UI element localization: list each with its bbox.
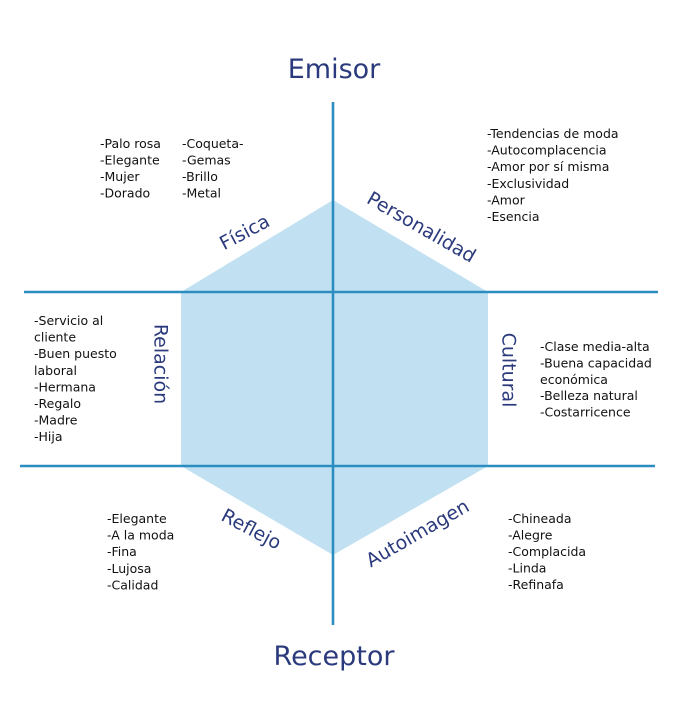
list-item-relacion: -Hija [34,429,63,444]
title-emisor: Emisor [288,54,381,85]
list-item-reflejo: -Elegante [107,511,167,526]
list-item-fisica-a: -Dorado [100,186,150,201]
list-item-autoimagen: -Linda [508,561,546,576]
list-item-cultural: -Costarricence [540,405,631,420]
list-item-fisica-b: -Metal [182,186,221,201]
list-item-reflejo: -A la moda [107,528,174,543]
list-item-fisica-b: -Brillo [182,169,218,184]
list-item-relacion: cliente [34,330,76,345]
list-item-relacion: laboral [34,363,77,378]
list-item-reflejo: -Calidad [107,577,158,592]
list-item-personalidad: -Autocomplacencia [487,143,607,158]
list-item-cultural: -Buena capacidad [540,355,652,370]
list-item-relacion: -Regalo [34,396,81,411]
list-item-personalidad: -Amor por sí misma [487,159,609,174]
facet-item-lists: -Palo rosa-Elegante-Mujer-Dorado-Coqueta… [34,126,652,592]
list-item-relacion: -Hermana [34,379,96,394]
list-item-fisica-b: -Coqueta- [182,136,244,151]
list-item-reflejo: -Lujosa [107,561,151,576]
list-item-personalidad: -Esencia [487,209,540,224]
list-item-fisica-b: -Gemas [182,153,231,168]
list-item-cultural: -Clase media-alta [540,339,650,354]
list-item-autoimagen: -Alegre [508,528,553,543]
list-item-relacion: -Servicio al [34,313,103,328]
list-item-autoimagen: -Refinafa [508,577,564,592]
list-item-fisica-a: -Elegante [100,153,160,168]
list-item-relacion: -Madre [34,413,78,428]
facet-relacion: Relación [150,324,172,404]
list-item-personalidad: -Amor [487,192,526,207]
list-item-cultural: económica [540,372,608,387]
list-item-autoimagen: -Complacida [508,544,586,559]
list-item-fisica-a: -Palo rosa [100,136,161,151]
list-item-cultural: -Belleza natural [540,388,638,403]
list-item-personalidad: -Exclusividad [487,176,569,191]
list-item-autoimagen: -Chineada [508,511,572,526]
facet-cultural: Cultural [498,333,520,408]
title-receptor: Receptor [274,641,396,672]
list-item-fisica-a: -Mujer [100,169,140,184]
list-item-personalidad: -Tendencias de moda [487,126,619,141]
list-item-relacion: -Buen puesto [34,346,117,361]
list-item-reflejo: -Fina [107,544,137,559]
